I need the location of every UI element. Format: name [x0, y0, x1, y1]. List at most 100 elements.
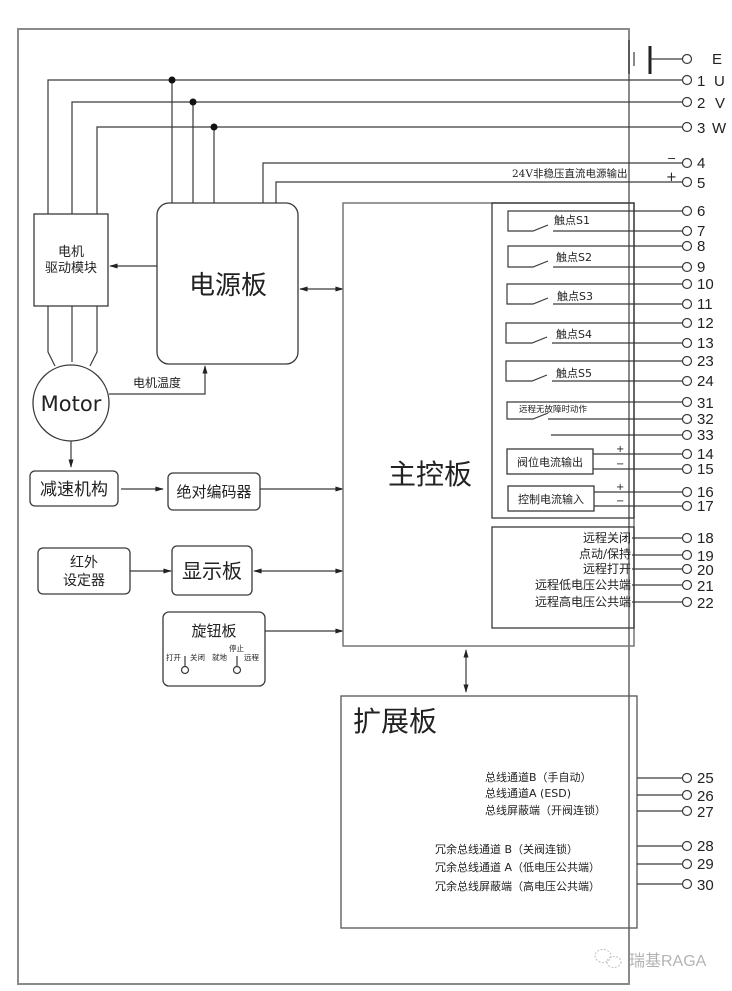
terminal-circle[interactable]	[681, 532, 693, 544]
terminal-circle[interactable]	[681, 500, 693, 512]
remote-input-label: 远程高电压公共端	[535, 594, 631, 609]
terminal-circle[interactable]	[681, 337, 693, 349]
terminal-circle[interactable]	[681, 375, 693, 387]
terminal-number: 10	[697, 276, 714, 293]
terminal-circle[interactable]	[681, 205, 693, 217]
terminal-circle[interactable]	[681, 596, 693, 608]
knob-open-close-icon[interactable]	[180, 665, 190, 675]
remote-input-row: 远程打开 20	[583, 561, 714, 579]
reducer-encoder-row: 减速机构 绝对编码器	[29, 470, 344, 511]
encoder-box	[167, 472, 261, 511]
wire-W	[96, 126, 683, 214]
dc-output-label: 24V非稳压直流电源输出	[512, 167, 627, 180]
terminal-circle[interactable]	[681, 261, 693, 273]
terminal-number: 28	[697, 838, 714, 855]
terminal-number: 32	[697, 411, 714, 428]
terminal-circle[interactable]	[681, 121, 693, 133]
terminal-number: 25	[697, 770, 714, 787]
remote-input-label: 远程关闭	[583, 530, 631, 545]
minus-sign: −	[667, 152, 676, 165]
contact-label: 触点S4	[556, 327, 592, 341]
terminal-circle[interactable]	[681, 317, 693, 329]
terminal-number: 11	[697, 296, 713, 313]
expansion-board-label: 扩展板	[353, 705, 437, 738]
terminal-circle[interactable]	[681, 413, 693, 425]
terminal-number: 7	[697, 223, 705, 240]
contact-label: 触点S2	[556, 250, 592, 264]
terminal-circle[interactable]	[681, 772, 693, 784]
motor-label: Motor	[41, 392, 102, 416]
terminal-circle[interactable]	[681, 298, 693, 310]
power-board-label: 电源板	[189, 271, 267, 301]
terminal-circle[interactable]	[681, 53, 693, 65]
contact-s4: 触点S4 12 13	[505, 315, 714, 352]
motor: Motor 电机温度	[32, 364, 208, 468]
terminal-circle[interactable]	[681, 549, 693, 561]
wire-driver-motor-3	[89, 306, 98, 367]
terminal-circle[interactable]	[681, 789, 693, 801]
knob-board-title: 旋钮板	[191, 622, 236, 640]
wire-V	[71, 101, 683, 214]
wechat-icon	[594, 949, 622, 968]
encoder-label: 绝对编码器	[176, 483, 251, 501]
watermark: 瑞基RAGA	[594, 949, 707, 970]
terminal-circle[interactable]	[681, 858, 693, 870]
earth-terminal: E	[628, 40, 722, 74]
terminal-circle[interactable]	[681, 225, 693, 237]
bus-row: 冗余总线通道 B（关阀连锁） 28	[435, 838, 714, 856]
bus-label: 总线通道A (ESD)	[485, 786, 571, 800]
terminal-number: 1	[697, 73, 705, 90]
knob-option-local: 就地	[212, 652, 227, 662]
knob-option-remote: 远程	[244, 653, 259, 662]
terminal-circle[interactable]	[681, 96, 693, 108]
bus-row: 总线屏蔽端（开阀连锁） 27	[485, 803, 714, 821]
terminal-circle[interactable]	[681, 396, 693, 408]
minus-sign: −	[616, 459, 624, 470]
terminal-circle[interactable]	[681, 486, 693, 498]
power-board-box	[156, 202, 299, 365]
bus-label: 冗余总线通道 A（低电压公共端）	[435, 860, 600, 874]
terminal-number: 2	[697, 95, 705, 112]
remote-input-row: 远程低电压公共端 21	[535, 577, 714, 595]
plus-sign: +	[616, 444, 624, 455]
terminal-label-V: V	[715, 95, 725, 112]
plus-sign: +	[666, 170, 677, 185]
terminal-circle[interactable]	[681, 840, 693, 852]
bus-label: 冗余总线通道 B（关阀连锁）	[435, 842, 578, 856]
motor-driver-label-1: 电机	[58, 245, 84, 260]
terminal-number: 31	[697, 395, 714, 412]
terminal-number: 16	[697, 484, 714, 501]
terminal-circle[interactable]	[681, 176, 693, 188]
terminal-circle[interactable]	[681, 157, 693, 169]
terminal-circle[interactable]	[681, 563, 693, 575]
motor-temp-label: 电机温度	[133, 375, 181, 390]
terminal-number: 14	[697, 446, 714, 463]
remote-input-row: 远程关闭 18	[583, 530, 714, 547]
valve-position-output-label: 阀位电流输出	[517, 455, 583, 469]
terminal-circle[interactable]	[681, 429, 693, 441]
terminal-circle[interactable]	[681, 878, 693, 890]
terminal-circle[interactable]	[681, 240, 693, 252]
remote-input-row: 点动/保持 19	[579, 546, 714, 565]
terminal-circle[interactable]	[681, 463, 693, 475]
wire-U	[47, 79, 683, 214]
terminal-circle[interactable]	[681, 355, 693, 367]
contact-label: 触点S5	[556, 366, 592, 380]
remote-input-subpanel	[491, 526, 635, 629]
terminal-number: 18	[697, 530, 714, 547]
current-input: 控制电流输入 + − 16 17	[507, 482, 714, 515]
dc-output: 24V非稳压直流电源输出 − + 4 5	[262, 152, 705, 204]
knob-local-remote-icon[interactable]	[232, 665, 242, 675]
relay-wire-31	[506, 401, 683, 420]
motor-driver-module: 电机 驱动模块	[33, 213, 157, 367]
contact-wire-upper	[507, 245, 683, 268]
terminal-circle[interactable]	[681, 74, 693, 86]
terminal-circle[interactable]	[681, 448, 693, 460]
terminal-circle[interactable]	[681, 278, 693, 290]
terminal-circle[interactable]	[681, 579, 693, 591]
terminal-circle[interactable]	[681, 805, 693, 817]
junction-dot	[210, 123, 218, 131]
ir-display-row: 红外 设定器 显示板	[37, 545, 344, 596]
terminal-number: 15	[697, 461, 714, 478]
